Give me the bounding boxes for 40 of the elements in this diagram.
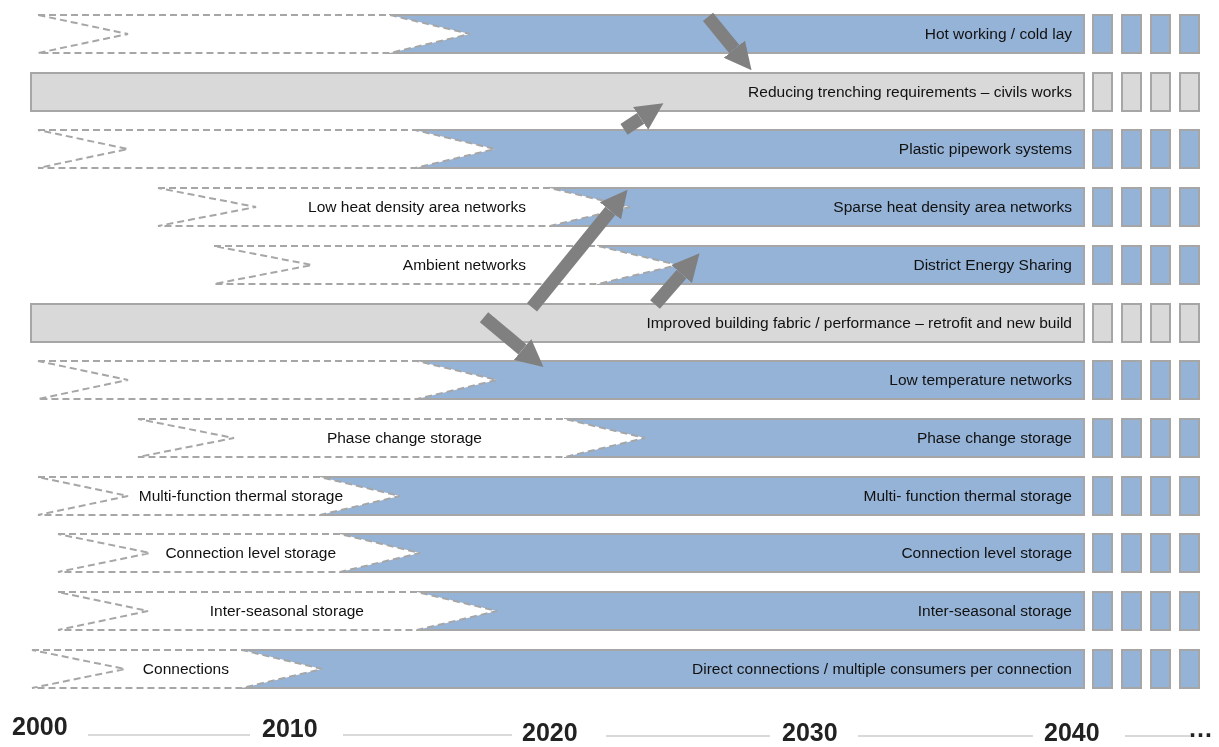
stage-label: Connections xyxy=(142,658,229,679)
band-label: Connection level storage xyxy=(901,543,1072,564)
stage-label: Low heat density area networks xyxy=(308,197,526,218)
stage-label: Phase change storage xyxy=(326,427,482,448)
year-label: … xyxy=(1188,714,1213,743)
band-label: Multi- function thermal storage xyxy=(863,485,1072,506)
timeline-band xyxy=(58,533,1085,574)
year-label: 2000 xyxy=(12,712,68,741)
band-label: Inter-seasonal storage xyxy=(917,601,1072,621)
timeline-band xyxy=(138,417,1085,458)
timeline-band xyxy=(32,648,1085,689)
stage-label: Connection level storage xyxy=(165,543,336,564)
timeline-band xyxy=(158,187,1085,228)
band-label: Sparse heat density area networks xyxy=(833,197,1072,218)
band-label: Reducing trenching requirements – civils works xyxy=(748,81,1072,102)
stage-label: Inter-seasonal storage xyxy=(209,601,364,621)
timeline-bar xyxy=(30,302,1085,343)
block-arrow xyxy=(479,312,544,367)
year-label: 2020 xyxy=(522,718,578,747)
timeline-band xyxy=(38,129,1085,170)
year-label: 2040 xyxy=(1044,718,1100,747)
timeline-band xyxy=(38,475,1085,516)
timeline-band xyxy=(58,591,1085,631)
stage-label: Multi-function thermal storage xyxy=(138,485,343,506)
timeline-band xyxy=(38,14,1085,54)
timeline-band xyxy=(214,244,1085,285)
block-arrow xyxy=(702,12,752,71)
band-label: Hot working / cold lay xyxy=(924,24,1072,44)
year-label: 2010 xyxy=(262,714,318,743)
band-label: Improved building fabric / performance – retrofit and new build xyxy=(646,312,1072,333)
timeline-band xyxy=(38,360,1085,401)
timeline-bar xyxy=(30,71,1085,112)
band-label: Phase change storage xyxy=(916,427,1072,448)
band-label: Direct connections / multiple consumers per connection xyxy=(692,658,1072,679)
band-label: Low temperature networks xyxy=(889,370,1072,391)
stage-label: Ambient networks xyxy=(402,254,526,275)
block-arrow xyxy=(620,103,664,135)
year-label: 2030 xyxy=(782,718,838,747)
band-label: Plastic pipework systems xyxy=(898,139,1072,160)
band-label: District Energy Sharing xyxy=(913,254,1072,275)
